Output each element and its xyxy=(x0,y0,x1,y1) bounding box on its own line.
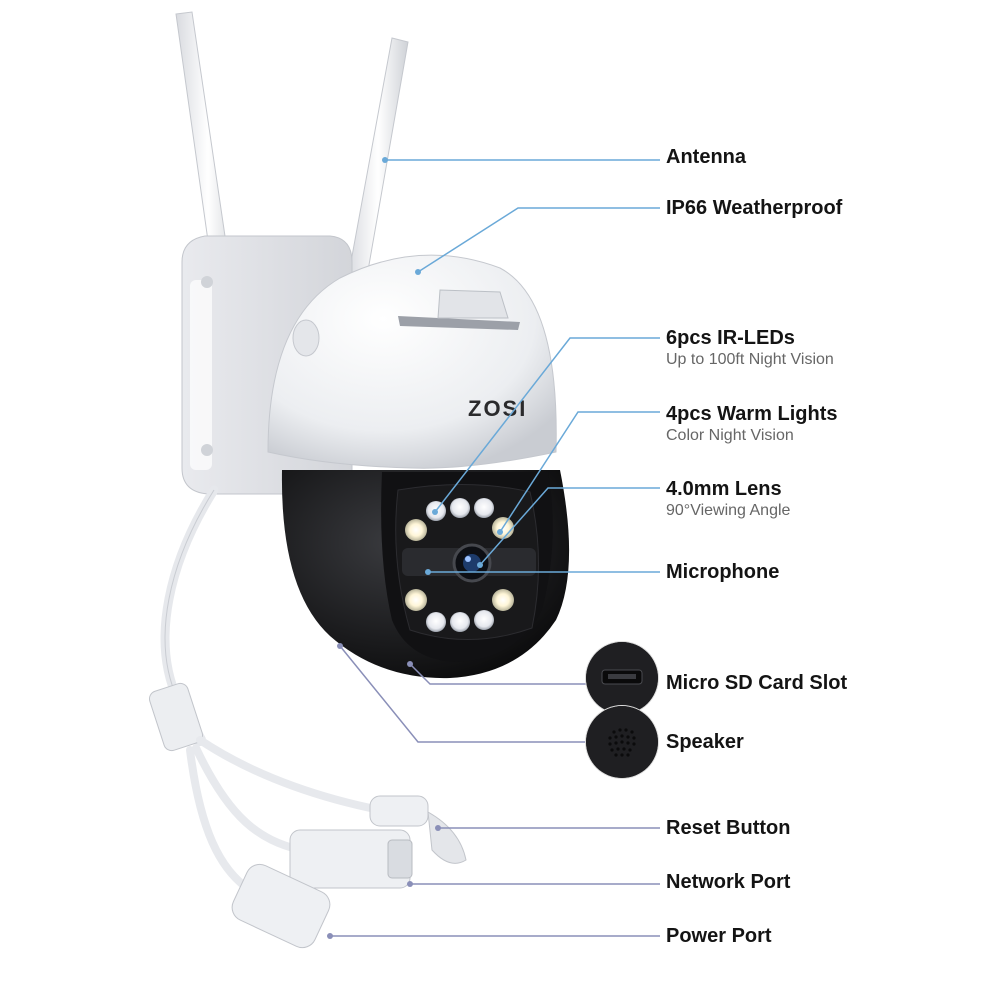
callout-subtitle: 90°Viewing Angle xyxy=(666,502,791,519)
callout-subtitle: Color Night Vision xyxy=(666,427,794,444)
callout-title: Micro SD Card Slot xyxy=(666,672,848,694)
callout-title: Reset Button xyxy=(666,817,791,839)
speaker-inset xyxy=(586,706,658,778)
leader-lines xyxy=(330,159,660,937)
callout-title: Microphone xyxy=(666,561,780,583)
callout-antenna: Antenna xyxy=(666,145,746,169)
callout-title: 6pcs IR-LEDs xyxy=(666,327,795,349)
callout-power: Power Port xyxy=(666,924,772,948)
sd-slot-inset xyxy=(586,642,658,714)
callout-reset: Reset Button xyxy=(666,816,790,840)
callout-speaker: Speaker xyxy=(666,730,744,754)
callout-weatherproof: IP66 Weatherproof xyxy=(666,196,842,220)
cable-assembly xyxy=(148,682,467,949)
callout-title: IP66 Weatherproof xyxy=(666,197,843,219)
speaker-grille-icon xyxy=(586,706,658,778)
callout-title: Network Port xyxy=(666,871,791,893)
camera-dome xyxy=(267,254,557,469)
callout-subtitle: Up to 100ft Night Vision xyxy=(666,351,834,368)
callout-title: Power Port xyxy=(666,925,772,947)
callout-title: 4.0mm Lens xyxy=(666,478,782,500)
callout-network: Network Port xyxy=(666,870,790,894)
callout-title: Speaker xyxy=(666,731,744,753)
brand-logo: ZOSI xyxy=(468,396,527,421)
callout-sd-slot: Micro SD Card Slot xyxy=(666,671,847,695)
callout-lens: 4.0mm Lens 90°Viewing Angle xyxy=(666,477,790,521)
callout-ir-leds: 6pcs IR-LEDs Up to 100ft Night Vision xyxy=(666,326,834,370)
callout-warm-lights: 4pcs Warm Lights Color Night Vision xyxy=(666,402,838,446)
callout-microphone: Microphone xyxy=(666,560,779,584)
callout-title: Antenna xyxy=(666,146,746,168)
lens-panel xyxy=(395,484,539,640)
sd-slot-icon xyxy=(586,642,658,714)
callout-title: 4pcs Warm Lights xyxy=(666,403,838,425)
